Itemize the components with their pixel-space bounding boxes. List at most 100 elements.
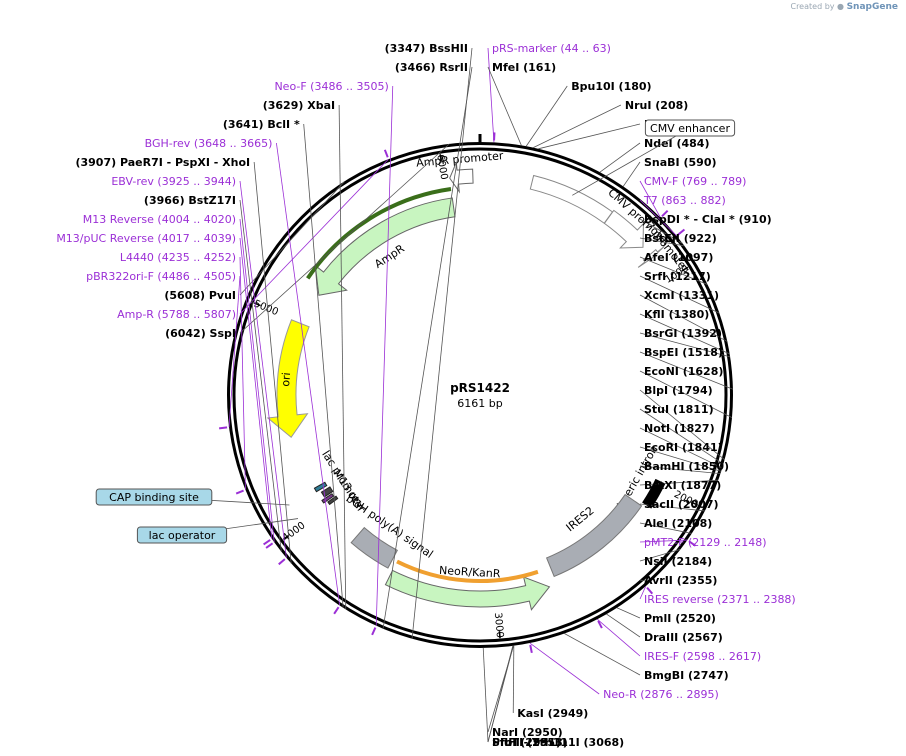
annotation-labels: pRS-marker (44 .. 63)MfeI (161)Bpu10I (1…: [56, 42, 795, 749]
enzyme-nari-label: NarI (2950): [492, 726, 563, 739]
primer-ires-f-label: IRES-F (2598 .. 2617): [644, 650, 761, 663]
primer-m13-reverse-label: M13 Reverse (4004 .. 4020): [83, 213, 236, 226]
plasmid-name: pRS1422: [450, 381, 510, 395]
tick-2000: [691, 501, 699, 506]
primer-ires-reverse-label: IRES reverse (2371 .. 2388): [644, 593, 796, 606]
primer-t7-range: (863 .. 882): [658, 194, 726, 207]
callout-cmv-enhancer-label: CMV enhancer: [650, 122, 730, 135]
enzyme-pvui-leader: [239, 180, 346, 296]
primer-t7-leader: [639, 199, 677, 237]
enzyme-srfi-label: SrfI (1217): [644, 270, 711, 283]
primer-neo-r-range: (2876 .. 2895): [637, 688, 719, 701]
primer-pbr322ori-f-site: [218, 426, 228, 430]
enzyme-bspdi-clai-label: BspDI * - ClaI * (910): [644, 213, 772, 226]
callout-cmv-enhancer-box: [644, 119, 736, 137]
enzyme-bamhi-leader: [639, 465, 721, 474]
enzyme-pflfi-tth111i-label: PflFI - Tth111I (3068): [492, 736, 624, 749]
enzyme-blpi-label: BlpI (1794): [644, 384, 713, 397]
feature-cap-binding-site: [313, 481, 328, 493]
primer-amp-r-site: [383, 149, 389, 158]
feature-cmv-enhancer: [529, 174, 614, 224]
primer-l4440-range: (4235 .. 4252): [154, 251, 236, 264]
enzyme-srfi-leader: [639, 275, 720, 314]
feature-m13-rev: [327, 495, 339, 506]
feature-label-ires2: IRES2: [564, 504, 597, 534]
feature-ori: [266, 319, 310, 438]
primer-pbr322ori-f-leader: [228, 275, 241, 428]
primer-ires-reverse-site: [646, 586, 654, 595]
enzyme-afei-leader: [639, 256, 708, 285]
enzyme-draiii-leader: [606, 613, 641, 638]
feature-ampr: [314, 197, 456, 296]
enzyme-alei-leader: [639, 522, 692, 534]
enzyme-pmli-label: PmlI (2520): [644, 612, 716, 625]
enzyme-mfei-label: MfeI (161): [492, 61, 556, 74]
plasmid-size: 6161 bp: [457, 397, 502, 410]
primer-bgh-rev-leader: [276, 142, 341, 606]
callout-cap-binding-site-box: [95, 488, 213, 506]
enzyme-stui-label: StuI (1811): [644, 403, 714, 416]
credit-prefix: Created by: [790, 2, 835, 11]
enzyme-bpu10i-leader: [525, 85, 568, 147]
primer-ebv-rev-range: (3925 .. 3944): [154, 175, 236, 188]
primer-neo-f-leader: [375, 85, 394, 626]
primer-pmt2-f-site: [688, 540, 697, 547]
enzyme-noti-leader: [639, 427, 723, 469]
primer-cmv-f-range: (769 .. 789): [678, 175, 746, 188]
primer-pmt2-f-range: (2129 .. 2148): [685, 536, 767, 549]
enzyme-rsrii-leader: [382, 66, 473, 629]
enzyme-pmli-leader: [616, 607, 641, 619]
enzyme-paer7i-pspxi-xhoi-label: (3907) PaeR7I - PspXI - XhoI: [75, 156, 250, 169]
enzyme-bspei-label: BspEI (1518): [644, 346, 723, 359]
enzyme-rsrii-label: (3466) RsrII: [395, 61, 468, 74]
primer-t7-site: [677, 228, 686, 236]
primer-m13-reverse-range: (4004 .. 4020): [154, 213, 236, 226]
feature-neor-kanr-orf: [396, 559, 539, 584]
primer-pbr322ori-f-range: (4486 .. 4505): [154, 270, 236, 283]
enzyme-bmgbi-label: BmgBI (2747): [644, 669, 729, 682]
enzyme-econi-leader: [639, 370, 733, 418]
enzyme-draiii-label: DraIII (2567): [644, 631, 723, 644]
primer-cmv-f-label: CMV-F (769 .. 789): [644, 175, 746, 188]
primer-ires-f-site: [597, 620, 603, 629]
enzyme-avrii-leader: [639, 579, 651, 583]
primer-bgh-rev-range: (3648 .. 3665): [190, 137, 272, 150]
primer-amp-r-label: Amp-R (5788 .. 5807): [117, 308, 236, 321]
primer-pmt2-f-label: pMT2-F (2129 .. 2148): [644, 536, 767, 549]
primer-ebv-rev-leader: [239, 180, 287, 558]
tick-6000: [439, 154, 443, 162]
callout-cap-binding-site-label: CAP binding site: [109, 491, 199, 504]
primer-bgh-rev-site: [333, 606, 340, 615]
enzyme-bstz17i-label: (3966) BstZ17I: [144, 194, 236, 207]
enzyme-bsshii-label: (3347) BssHII: [385, 42, 468, 55]
enzyme-kasi-label: KasI (2949): [517, 707, 588, 720]
snapgene-credit: Created by ● SnapGene: [790, 2, 898, 12]
enzyme-snabi-leader: [622, 161, 641, 187]
enzyme-alei-label: AleI (2108): [644, 517, 712, 530]
enzyme-avrii-label: AvrII (2355): [644, 574, 717, 587]
enzyme-sspi-label: (6042) SspI: [165, 327, 236, 340]
enzyme-bsrgi-leader: [639, 332, 731, 358]
primer-amp-r-leader: [239, 158, 389, 315]
enzyme-kfli-label: KflI (1380): [644, 308, 709, 321]
callout-lac-operator-label: lac operator: [149, 529, 216, 542]
feature-chimeric-intron: [642, 478, 666, 509]
primer-neo-f-range: (3486 .. 3505): [307, 80, 389, 93]
enzyme-ecori-leader: [639, 446, 722, 472]
primer-m13-puc-reverse-label: M13/pUC Reverse (4017 .. 4039): [56, 232, 236, 245]
enzyme-afei-label: AfeI (1097): [644, 251, 713, 264]
enzyme-pvui-label: (5608) PvuI: [164, 289, 236, 302]
primer-m13-puc-reverse-range: (4017 .. 4039): [154, 232, 236, 245]
primer-t7-label: T7 (863 .. 882): [643, 194, 726, 207]
primer-m13-puc-reverse-leader: [239, 237, 273, 539]
enzyme-noti-label: NotI (1827): [644, 422, 715, 435]
enzyme-bpu10i-label: Bpu10I (180): [571, 80, 651, 93]
primer-ebv-rev-label: EBV-rev (3925 .. 3944): [111, 175, 236, 188]
callout-cmv-enhancer-leader: [572, 127, 691, 196]
enzyme-xcmi-label: XcmI (1331): [644, 289, 719, 302]
primer-neo-f-site: [371, 627, 377, 636]
enzyme-bcli-label: (3641) BclI *: [223, 118, 300, 131]
feature-cmv-promoter: [603, 209, 644, 249]
feature-neor-kanr: [384, 569, 551, 611]
